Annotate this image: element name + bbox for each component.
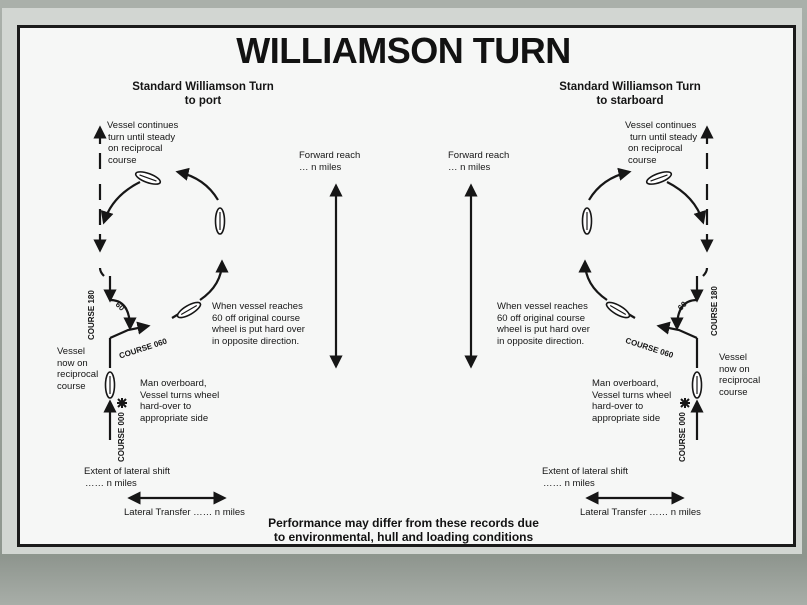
port-course-180-label: COURSE 180: [87, 290, 96, 340]
note-line: reciprocal: [719, 375, 761, 386]
footer-disclaimer: Performance may differ from these record…: [0, 516, 807, 544]
port-reciprocal-note: Vessel now on reciprocal course: [57, 346, 98, 392]
vessel-icon: [691, 371, 703, 399]
port-vessels: [104, 171, 226, 408]
vessel-icon: [605, 301, 631, 319]
note-line: wheel is put hard over: [497, 324, 590, 335]
starboard-track-arc-2: [588, 167, 632, 201]
starboard-subtitle-line1: Standard Williamson Turn: [559, 81, 701, 93]
starboard-track-join: [702, 267, 709, 277]
note-line: turn until steady: [108, 131, 176, 143]
man-overboard-icon: [117, 398, 127, 408]
note-line: When vessel reaches: [212, 301, 303, 312]
note-line: Extent of lateral shift: [542, 466, 629, 477]
vessel-icon: [176, 301, 202, 319]
port-track: [93, 125, 229, 440]
sign-title: WILLIAMSON TURN: [236, 30, 571, 71]
footer-line2: to environmental, hull and loading condi…: [273, 530, 534, 544]
note-line: now on: [719, 363, 750, 375]
note-line: Extent of lateral shift: [84, 466, 171, 477]
note-line: …… n miles: [543, 477, 595, 489]
starboard-reciprocal-note: Vessel now on reciprocal course: [719, 352, 760, 398]
note-line: Man overboard,: [140, 378, 207, 389]
port-forward-reach-label: Forward reach … n miles: [299, 150, 360, 173]
port-subtitle-line1: Standard Williamson Turn: [132, 81, 274, 93]
starboard-transfer-label: Lateral Transfer …… n miles: [580, 507, 701, 518]
note-line: 60 off original course: [497, 312, 586, 324]
note-line: Vessel continues: [625, 120, 697, 131]
vessel-icon: [214, 207, 226, 235]
note-line: …… n miles: [85, 477, 137, 489]
note-line: reciprocal: [57, 369, 99, 380]
note-line: Vessel turns wheel: [140, 389, 220, 401]
note-line: Vessel continues: [107, 120, 179, 131]
note-line: Vessel turns wheel: [592, 389, 672, 401]
note-line: Vessel: [57, 346, 85, 357]
note-line: now on: [57, 357, 88, 369]
note-line: Forward reach: [448, 150, 510, 161]
starboard-forward-reach-label: Forward reach … n miles: [448, 150, 509, 173]
port-angle-arc: [109, 298, 137, 331]
starboard-reaches-note: When vessel reaches 60 off original cour…: [497, 301, 590, 347]
port-track-arc-2: [175, 167, 219, 201]
note-line: on reciprocal: [108, 143, 163, 154]
vessel-icon: [104, 371, 116, 399]
note-line: in opposite direction.: [212, 335, 300, 347]
vessel-icon: [645, 171, 673, 185]
starboard-course-180-label: COURSE 180: [710, 286, 719, 336]
starboard-track-arc-1: [578, 259, 608, 301]
note-line: hard-over to: [592, 401, 644, 412]
note-line: appropriate side: [140, 412, 209, 424]
starboard-subtitle: Standard Williamson Turn to starboard: [535, 80, 725, 108]
note-line: course: [628, 154, 657, 166]
port-continues-note: Vessel continues turn until steady on re…: [107, 120, 178, 166]
port-subtitle: Standard Williamson Turn to port: [108, 80, 298, 108]
note-line: on reciprocal: [628, 143, 683, 154]
starboard-subtitle-line2: to starboard: [596, 95, 664, 107]
note-line: appropriate side: [592, 412, 661, 424]
port-track-arc-1: [199, 259, 229, 301]
note-line: 60 off original course: [212, 312, 301, 324]
port-reaches-note: When vessel reaches 60 off original cour…: [212, 301, 305, 347]
note-line: Forward reach: [299, 150, 361, 161]
starboard-extent-note: Extent of lateral shift …… n miles: [542, 466, 628, 489]
note-line: Man overboard,: [592, 378, 659, 389]
port-track-join: [98, 267, 105, 277]
vessel-icon: [134, 171, 162, 185]
note-line: course: [108, 154, 137, 166]
starboard-continues-note: Vessel continues turn until steady on re…: [625, 120, 697, 166]
note-line: course: [57, 380, 86, 392]
port-transfer-label: Lateral Transfer …… n miles: [124, 507, 245, 518]
port-subtitle-line2: to port: [184, 95, 222, 107]
starboard-track: [578, 125, 714, 440]
port-extent-note: Extent of lateral shift …… n miles: [84, 466, 170, 489]
starboard-overboard-note: Man overboard, Vessel turns wheel hard-o…: [592, 378, 671, 424]
note-line: course: [719, 386, 748, 398]
starboard-vessels: [581, 171, 703, 408]
note-line: hard-over to: [140, 401, 192, 412]
port-track-arc-3: [100, 181, 141, 225]
port-course-000-label: COURSE 000: [117, 412, 126, 462]
starboard-track-arc-3: [666, 181, 707, 225]
note-line: Vessel: [719, 352, 747, 363]
note-line: in opposite direction.: [497, 335, 585, 347]
starboard-course-000-label: COURSE 000: [678, 412, 687, 462]
note-line: … n miles: [299, 161, 342, 173]
vessel-icon: [581, 207, 593, 235]
wall-strip: [0, 556, 807, 605]
note-line: … n miles: [448, 161, 491, 173]
sign-card: [17, 25, 796, 547]
note-line: turn until steady: [630, 131, 698, 143]
port-overboard-note: Man overboard, Vessel turns wheel hard-o…: [140, 378, 219, 424]
footer-line1: Performance may differ from these record…: [268, 516, 539, 530]
note-line: wheel is put hard over: [212, 324, 305, 335]
man-overboard-icon: [680, 398, 690, 408]
starboard-angle-arc: [670, 298, 698, 331]
note-line: When vessel reaches: [497, 301, 588, 312]
